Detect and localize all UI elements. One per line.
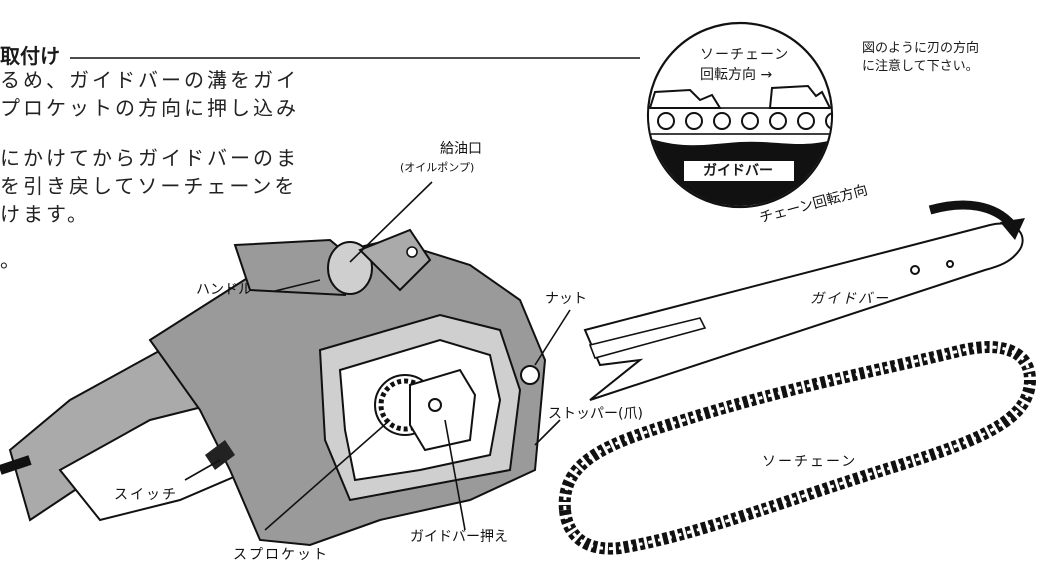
label-sprocket: スプロケット [233,547,329,563]
label-nut: ナット [545,291,587,307]
body-line-6: 。 [0,248,23,272]
label-switch: スイッチ [114,487,178,503]
label-handle: ハンドル [196,282,252,298]
section-heading: 取付け [0,44,60,68]
body-line-2: プロケットの方向に押し込み [0,96,299,120]
label-bar-clamp: ガイドバー押え [410,529,508,545]
guide-bar-drawing [583,222,1024,401]
inset-direction-label: 回転方向 → [700,67,773,83]
label-oil-pump: (オイルポンプ) [400,161,475,174]
inset-chain-label: ソーチェーン [700,47,790,63]
leader-lines [184,181,571,531]
body-line-5: けます。 [0,202,90,226]
saw-chain-drawing [558,341,1037,555]
note-line-1: 図のように刃の方向 [862,41,980,56]
body-line-4: を引き戻してソーチェーンを [0,174,298,198]
label-oil-port: 給油口 [440,141,482,157]
rotation-arrow [928,200,1016,229]
note-line-2: に注意して下さい。 [862,59,979,74]
label-guide-bar: ガイドバー [810,291,890,307]
inset-bar-label: ガイドバー [703,163,773,179]
label-stopper: ストッパー(爪) [548,406,643,422]
chainsaw-body [0,228,547,547]
body-line-1: るめ、ガイドバーの溝をガイ [0,68,299,92]
label-saw-chain: ソーチェーン [762,454,858,470]
body-line-3: にかけてからガイドバーのま [0,146,299,170]
